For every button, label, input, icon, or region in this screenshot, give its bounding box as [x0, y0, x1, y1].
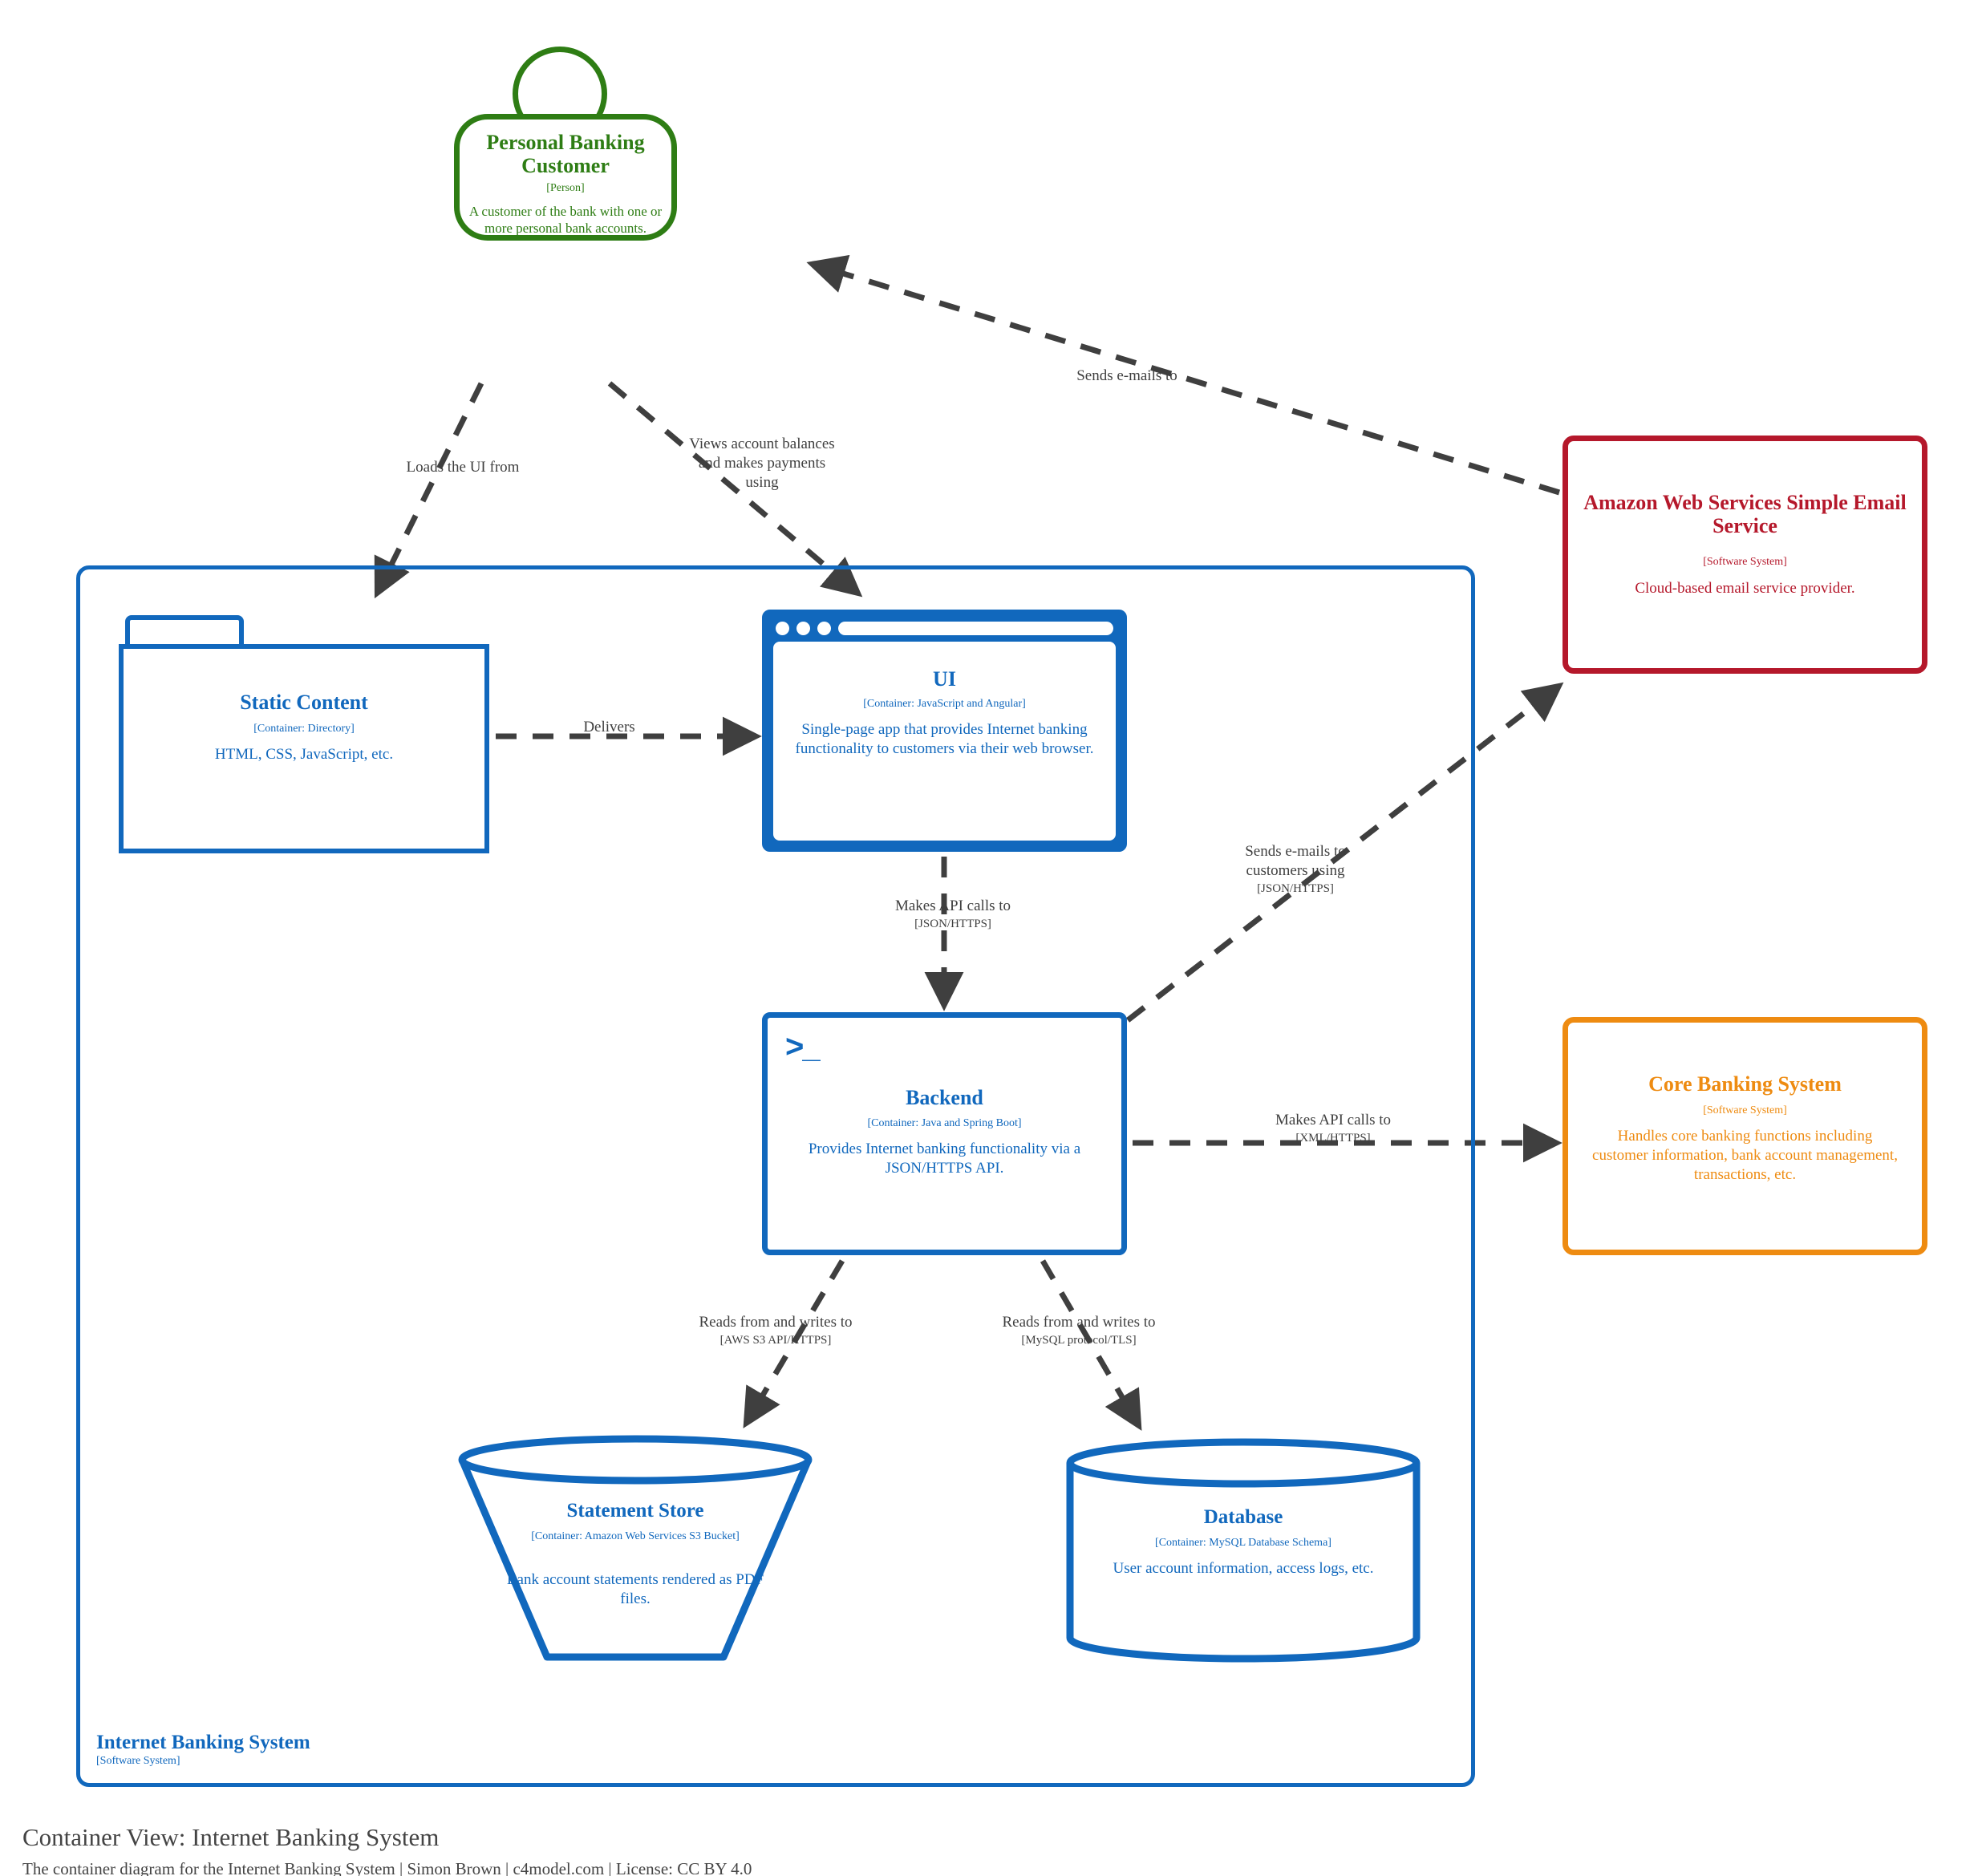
aws-ses-tech: [Software System]: [1703, 556, 1787, 568]
static-content-name: Static Content: [240, 691, 368, 714]
boundary-tech: [Software System]: [96, 1754, 180, 1767]
person-name: Personal Banking Customer: [486, 131, 645, 178]
edge-label-reads-from-and-writes-to-db: Reads from and writes to [MySQL protocol…: [955, 1313, 1203, 1349]
statement-store-description: Bank account statements rendered as PDF …: [506, 1571, 764, 1607]
edge-label-loads-the-ui-from: Loads the UI from: [391, 458, 535, 477]
person-body: Personal Banking Customer [Person] A cus…: [454, 114, 677, 241]
edge-label-text: Sends e-mails to: [1076, 367, 1177, 384]
edge-label-text: Makes API calls to: [894, 897, 1011, 914]
edge-label-text-line1: Views account balances: [689, 436, 835, 452]
edge-label-text: Reads from and writes to: [699, 1314, 853, 1331]
edge-label-tech: [XML/HTTPS]: [1295, 1131, 1371, 1145]
node-static-content[interactable]: Static Content [Container: Directory] HT…: [119, 615, 489, 853]
backend-description: Provides Internet banking functionality …: [808, 1141, 1081, 1177]
browser-dot-icon-2: [796, 621, 810, 635]
core-banking-description: Handles core banking functions including…: [1592, 1128, 1898, 1183]
statement-store-name: Statement Store: [566, 1500, 704, 1521]
edge-label-text: Makes API calls to: [1275, 1112, 1392, 1128]
database-name: Database: [1203, 1506, 1283, 1528]
node-personal-banking-customer[interactable]: Personal Banking Customer [Person] A cus…: [454, 47, 677, 241]
edge-label-text-line3: using: [745, 473, 779, 491]
edge-label-text-line2: customers using: [1246, 861, 1345, 879]
statement-store-text: Statement Store [Container: Amazon Web S…: [451, 1432, 820, 1662]
core-banking-name: Core Banking System: [1648, 1072, 1842, 1096]
ui-tech: [Container: JavaScript and Angular]: [863, 698, 1026, 710]
edge-label-sends-emails-to: Sends e-mails to: [1035, 367, 1219, 386]
database-cylinder-icon: [1066, 1438, 1421, 1663]
edge-label-views-account-balances: Views account balances and makes payment…: [670, 435, 854, 492]
edge-label-tech: [AWS S3 API/HTTPS]: [719, 1333, 832, 1347]
database-tech: [Container: MySQL Database Schema]: [1155, 1537, 1331, 1549]
browser-dot-icon-1: [776, 621, 789, 635]
edge-label-text: Loads the UI from: [406, 459, 520, 476]
static-content-description: HTML, CSS, JavaScript, etc.: [214, 746, 394, 763]
person-tech: [Person]: [546, 182, 585, 194]
backend-frame: >_ Backend [Container: Java and Spring B…: [762, 1012, 1127, 1255]
node-backend[interactable]: >_ Backend [Container: Java and Spring B…: [762, 1012, 1127, 1255]
edge-loads-the-ui-from: [374, 382, 484, 599]
aws-ses-name: Amazon Web Services Simple Email Service: [1583, 491, 1907, 538]
ui-screen: UI [Container: JavaScript and Angular] S…: [773, 642, 1116, 841]
edge-label-text-line2: and makes payments: [698, 454, 826, 472]
edge-label-tech: [MySQL protocol/TLS]: [1021, 1333, 1137, 1347]
boundary-label: Internet Banking System [Software System…: [96, 1732, 310, 1769]
edge-label-makes-api-calls-to-xml: Makes API calls to [XML/HTTPS]: [1193, 1111, 1473, 1147]
edge-label-delivers: Delivers: [539, 718, 679, 737]
edge-label-makes-api-calls-to-json: Makes API calls to [JSON/HTTPS]: [833, 897, 1073, 933]
edge-label-tech: [JSON/HTTPS]: [914, 917, 991, 930]
ui-name: UI: [933, 667, 956, 691]
edge-label-text-line1: Sends e-mails to: [1245, 843, 1346, 860]
node-core-banking-system[interactable]: Core Banking System [Software System] Ha…: [1562, 1017, 1927, 1255]
ui-description: Single-page app that provides Internet b…: [795, 721, 1094, 757]
caption-subtitle: The container diagram for the Internet B…: [22, 1858, 752, 1876]
static-content-tech: [Container: Directory]: [253, 723, 355, 735]
core-banking-tech: [Software System]: [1703, 1104, 1787, 1116]
edge-label-tech: [JSON/HTTPS]: [1257, 881, 1334, 895]
database-text: Database [Container: MySQL Database Sche…: [1059, 1436, 1428, 1665]
backend-name: Backend: [906, 1086, 983, 1109]
edge-label-sends-emails-to-customers-using: Sends e-mails to customers using [JSON/H…: [1195, 842, 1396, 897]
edge-label-reads-from-and-writes-to-s3: Reads from and writes to [AWS S3 API/HTT…: [651, 1313, 900, 1349]
aws-ses-description: Cloud-based email service provider.: [1635, 580, 1855, 597]
browser-dot-icon-3: [817, 621, 831, 635]
person-description: A customer of the bank with one or more …: [468, 204, 663, 237]
system-boundary-internet-banking-system: Internet Banking System [Software System…: [76, 565, 1475, 1787]
node-database[interactable]: Database [Container: MySQL Database Sche…: [1059, 1436, 1428, 1665]
backend-tech: [Container: Java and Spring Boot]: [867, 1117, 1022, 1129]
terminal-prompt-icon: >_: [785, 1029, 821, 1064]
node-statement-store[interactable]: Statement Store [Container: Amazon Web S…: [451, 1432, 820, 1662]
diagram-caption: Container View: Internet Banking System …: [22, 1822, 752, 1876]
caption-title: Container View: Internet Banking System: [22, 1823, 440, 1851]
folder-body: Static Content [Container: Directory] HT…: [119, 644, 489, 853]
statement-store-tech: [Container: Amazon Web Services S3 Bucke…: [531, 1530, 740, 1542]
node-ui[interactable]: UI [Container: JavaScript and Angular] S…: [762, 610, 1127, 852]
edge-label-text: Reads from and writes to: [1002, 1314, 1156, 1331]
database-description: User account information, access logs, e…: [1113, 1560, 1374, 1577]
browser-address-bar: [838, 621, 1113, 635]
boundary-name: Internet Banking System: [96, 1732, 310, 1754]
s3-bucket-icon: [458, 1435, 813, 1661]
browser-chrome: [768, 615, 1121, 641]
edge-label-text: Delivers: [583, 719, 635, 735]
node-amazon-web-services-simple-email-service[interactable]: Amazon Web Services Simple Email Service…: [1562, 436, 1927, 674]
